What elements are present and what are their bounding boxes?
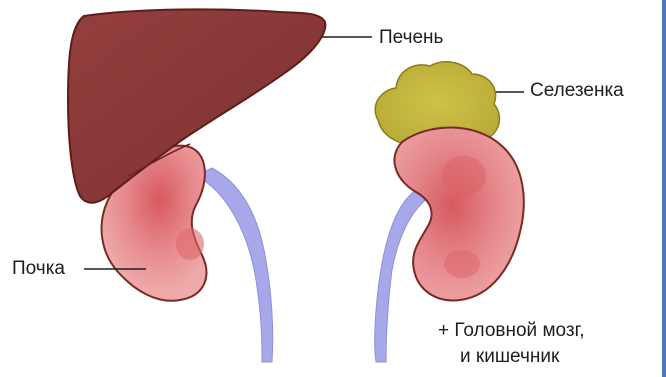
note-line-1: + Головной мозг,	[438, 321, 584, 340]
kidney-label: Почка	[12, 259, 65, 278]
right-kidney-spot-lower	[444, 250, 480, 278]
left-ureter	[196, 168, 273, 362]
liver-label: Печень	[379, 28, 443, 47]
note-line-2: и кишечник	[460, 347, 559, 366]
left-kidney-spot	[176, 228, 204, 260]
edge-strip	[662, 0, 666, 377]
spleen-label: Селезенка	[530, 81, 624, 100]
right-kidney-spot	[442, 156, 486, 196]
